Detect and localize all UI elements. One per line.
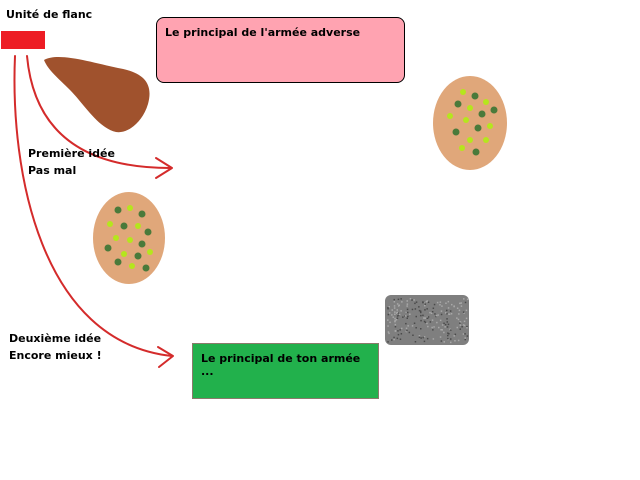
flank-unit-label: Unité de flanc (6, 8, 93, 21)
tree-icon (135, 223, 141, 229)
tree-icon (459, 145, 465, 151)
tree-icon (138, 240, 146, 248)
rocky-terrain (385, 295, 469, 345)
tree-icon (483, 99, 489, 105)
hill-terrain (44, 57, 150, 133)
tree-icon (454, 100, 462, 108)
enemy-main-army-box: Le principal de l'armée adverse (156, 17, 405, 83)
ally-main-army-label: Le principal de ton armée ... (201, 352, 361, 378)
first-idea-label: Première idée Pas mal (28, 145, 115, 179)
first-idea-comment: Pas mal (28, 164, 77, 177)
tree-icon (114, 258, 122, 266)
arrowhead-second-idea (157, 346, 174, 368)
tree-icon (467, 105, 473, 111)
tree-icon (113, 235, 119, 241)
tree-icon (460, 89, 466, 95)
tree-icon (104, 244, 112, 252)
second-idea-label: Deuxième idée Encore mieux ! (9, 330, 102, 364)
tree-icon (490, 106, 498, 114)
tree-icon (127, 205, 133, 211)
tree-icon (107, 221, 113, 227)
tree-icon (127, 237, 133, 243)
enemy-main-army-label: Le principal de l'armée adverse (165, 26, 361, 39)
tree-icon (474, 124, 482, 132)
tree-icon (120, 222, 128, 230)
tree-icon (467, 137, 473, 143)
ally-main-army-box: Le principal de ton armée ... (192, 343, 379, 399)
tree-icon (472, 148, 480, 156)
tree-icon (471, 92, 479, 100)
tree-icon (138, 210, 146, 218)
second-idea-comment: Encore mieux ! (9, 349, 102, 362)
tree-icon (142, 264, 150, 272)
tree-icon (134, 252, 142, 260)
arrow-second-idea (13, 55, 173, 357)
tree-icon (114, 206, 122, 214)
tree-icon (478, 110, 486, 118)
flank-unit-marker (1, 31, 45, 49)
tree-icon (452, 128, 460, 136)
tree-icon (463, 117, 469, 123)
tree-icon (144, 228, 152, 236)
tree-icon (487, 123, 493, 129)
tree-icon (129, 263, 135, 269)
tree-icon (483, 137, 489, 143)
tree-icon (147, 249, 153, 255)
second-idea-title: Deuxième idée (9, 332, 102, 345)
forest-right (433, 76, 507, 170)
tree-icon (121, 251, 127, 257)
arrowhead-first-idea (155, 157, 173, 179)
forest-left (93, 192, 165, 284)
first-idea-title: Première idée (28, 147, 115, 160)
tree-icon (447, 113, 453, 119)
arrow-first-idea (26, 55, 171, 169)
